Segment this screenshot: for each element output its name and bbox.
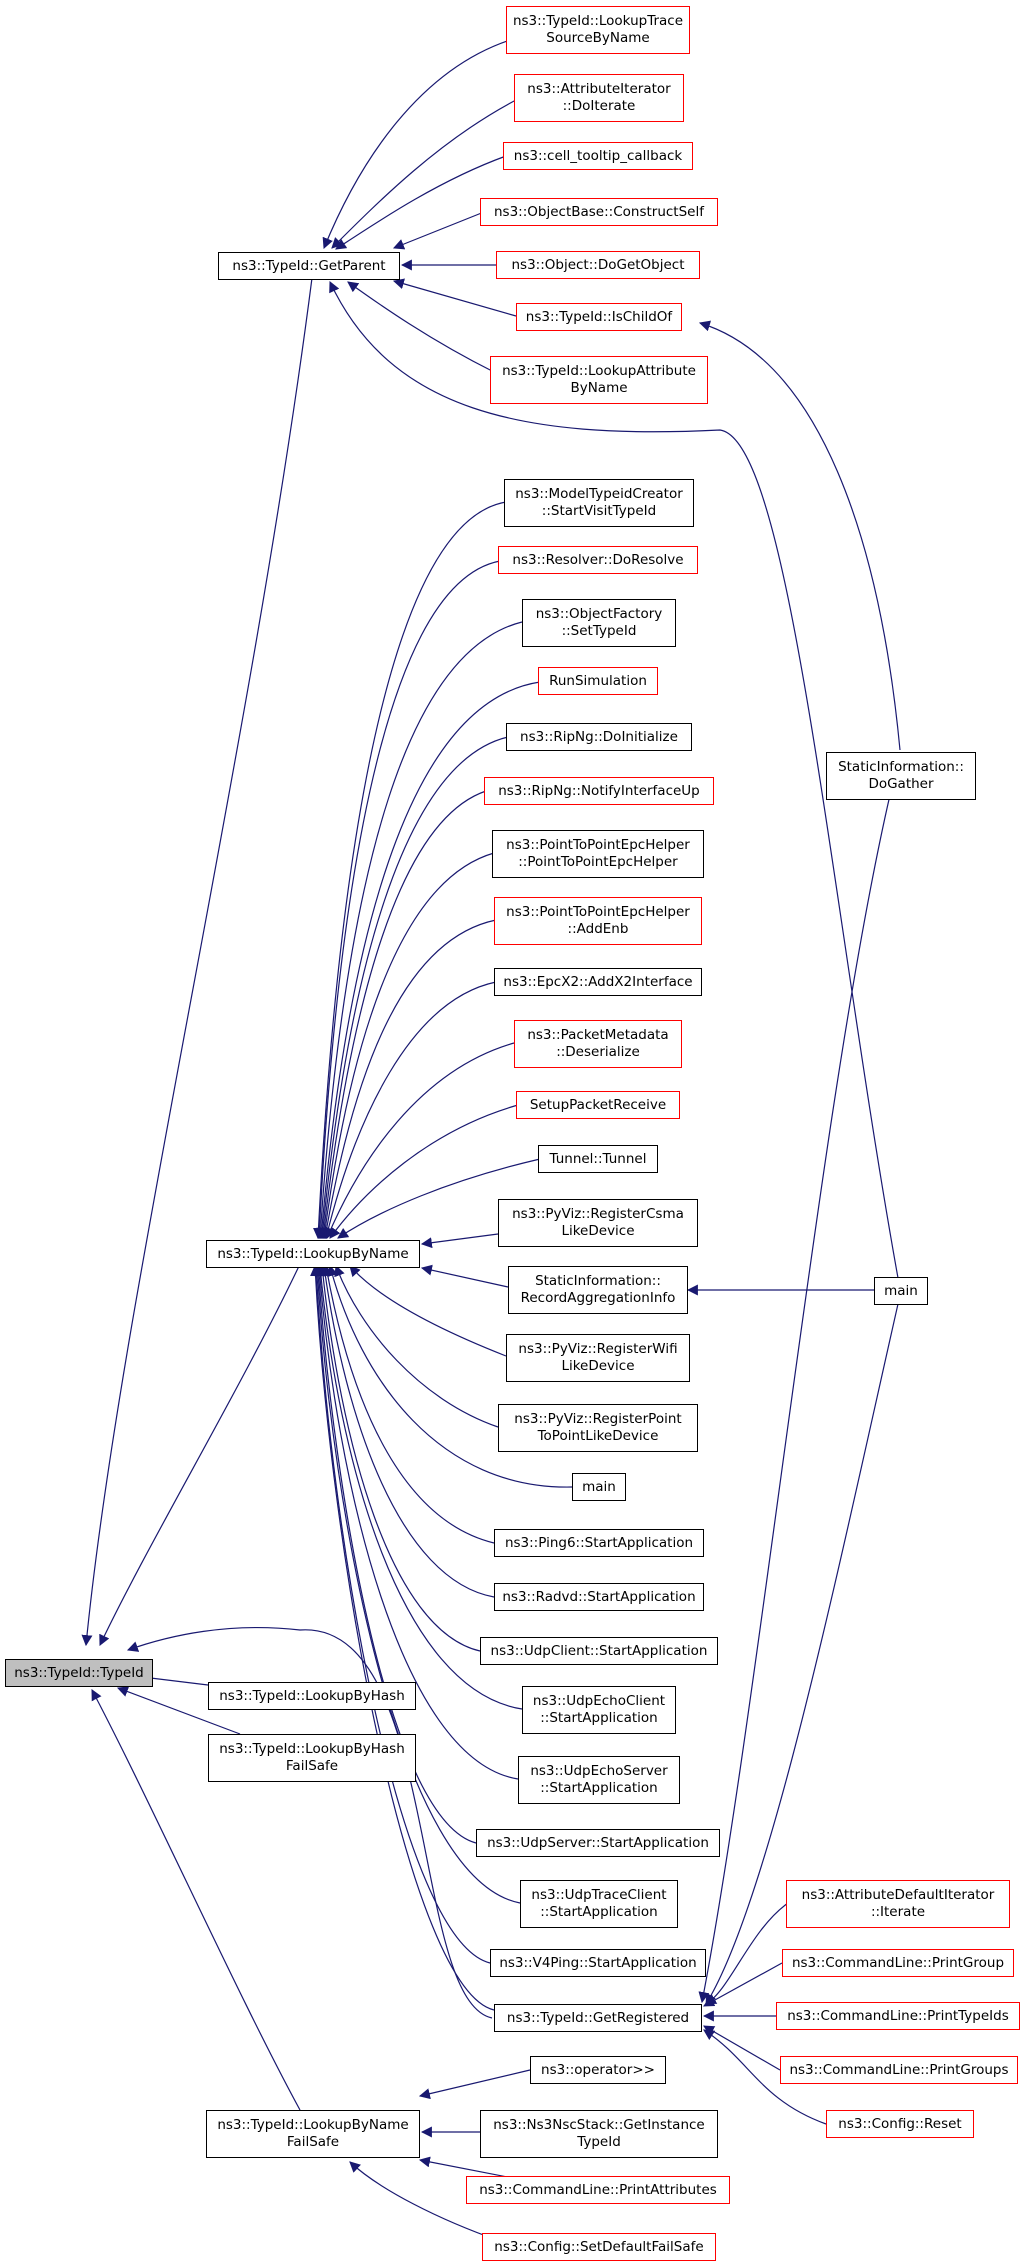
node-printattributes[interactable]: ns3::CommandLine::PrintAttributes: [466, 2176, 730, 2204]
edge-lookupbyname-typeid: [99, 1263, 301, 1646]
edge-staticrecord-lookupbyname: [420, 1264, 509, 1288]
node-getparent[interactable]: ns3::TypeId::GetParent: [218, 252, 400, 280]
node-static-dogather[interactable]: StaticInformation:: DoGather: [826, 752, 976, 800]
node-epcx2[interactable]: ns3::EpcX2::AddX2Interface: [494, 968, 702, 996]
node-lookuptracesource[interactable]: ns3::TypeId::LookupTrace SourceByName: [506, 6, 690, 54]
node-attrdefaultiterator[interactable]: ns3::AttributeDefaultIterator ::Iterate: [786, 1880, 1010, 1928]
edge-getparent-typeid: [81, 277, 313, 1647]
edge-v4ping-lookupbyname: [311, 1264, 491, 1964]
edge-pyvizcsma-lookupbyname: [420, 1233, 499, 1249]
node-udpclient[interactable]: ns3::UdpClient::StartApplication: [480, 1637, 718, 1665]
edge-operatorshift-lookupbynamefs: [418, 2069, 531, 2100]
node-ripng-doinitialize[interactable]: ns3::RipNg::DoInitialize: [506, 723, 692, 751]
node-printgroups[interactable]: ns3::CommandLine::PrintGroups: [780, 2056, 1018, 2084]
node-radvd[interactable]: ns3::Radvd::StartApplication: [494, 1583, 704, 1611]
node-main-mid[interactable]: main: [572, 1473, 626, 1501]
edge-udpechoclient-lookupbyname: [315, 1264, 523, 1710]
edge-ripngnotify-lookupbyname: [318, 790, 487, 1240]
node-udpechoclient[interactable]: ns3::UdpEchoClient ::StartApplication: [522, 1686, 676, 1734]
node-dogetobject[interactable]: ns3::Object::DoGetObject: [496, 251, 700, 279]
edge-printgroup-getregistered: [703, 1962, 783, 2007]
edge-packetmetadata-lookupbyname: [325, 1042, 515, 1240]
node-pyviz-wifi[interactable]: ns3::PyViz::RegisterWifi LikeDevice: [506, 1334, 690, 1382]
edge-radvd-lookupbyname: [319, 1264, 495, 1598]
node-udpechoserver[interactable]: ns3::UdpEchoServer ::StartApplication: [518, 1756, 680, 1804]
edge-staticdogather-getregistered: [698, 794, 891, 2004]
edge-modeltypeid-lookupbyname: [313, 501, 507, 1240]
edge-udpserver-lookupbyname: [313, 1264, 477, 1844]
node-setdefaultfailsafe[interactable]: ns3::Config::SetDefaultFailSafe: [482, 2233, 716, 2261]
node-ischildof[interactable]: ns3::TypeId::IsChildOf: [516, 303, 682, 331]
edge-setuppacket-lookupbyname: [329, 1104, 519, 1239]
node-p2pepchelper[interactable]: ns3::PointToPointEpcHelper ::PointToPoin…: [492, 830, 704, 878]
node-static-recordaggregation[interactable]: StaticInformation:: RecordAggregationInf…: [508, 1266, 688, 1314]
edge-attriter-getparent: [331, 99, 517, 249]
edge-mainmid-lookupbyname: [327, 1264, 573, 1488]
edge-printgroups-getregistered: [703, 2025, 781, 2071]
node-pyviz-csma[interactable]: ns3::PyViz::RegisterCsma LikeDevice: [498, 1199, 698, 1247]
edge-udptraceclient-lookupbyname: [312, 1264, 521, 1904]
edge-ping6-lookupbyname: [322, 1264, 495, 1544]
edge-lookupbyhashfs-typeid: [116, 1686, 241, 1735]
node-printgroup[interactable]: ns3::CommandLine::PrintGroup: [782, 1949, 1014, 1977]
node-udptraceclient[interactable]: ns3::UdpTraceClient ::StartApplication: [520, 1880, 678, 1928]
edge-p2pepcaddenb-lookupbyname: [321, 919, 497, 1240]
edge-staticdogather-ischildof: [698, 320, 901, 751]
node-tunnel[interactable]: Tunnel::Tunnel: [538, 1145, 658, 1173]
node-typeid-typeid[interactable]: ns3::TypeId::TypeId: [5, 1659, 153, 1687]
node-printtypeids[interactable]: ns3::CommandLine::PrintTypeIds: [776, 2002, 1020, 2030]
node-getregistered[interactable]: ns3::TypeId::GetRegistered: [494, 2004, 702, 2032]
edge-lookuptrace-getparent: [322, 39, 511, 250]
node-objectfactory[interactable]: ns3::ObjectFactory ::SetTypeId: [522, 599, 676, 647]
edge-udpechoserver-lookupbyname: [314, 1264, 519, 1780]
node-modeltypeid[interactable]: ns3::ModelTypeidCreator ::StartVisitType…: [504, 479, 694, 527]
node-udpserver[interactable]: ns3::UdpServer::StartApplication: [476, 1829, 720, 1857]
edge-getregistered-lookupbyname: [310, 1264, 495, 2011]
node-packetmetadata[interactable]: ns3::PacketMetadata ::Deserialize: [514, 1020, 682, 1068]
node-constructself[interactable]: ns3::ObjectBase::ConstructSelf: [480, 198, 718, 226]
edge-ischildof-getparent: [392, 278, 517, 317]
edge-configreset-getregistered: [703, 2029, 827, 2125]
edge-mainright-getregistered: [705, 1303, 899, 2005]
edge-resolver-lookupbyname: [314, 560, 501, 1240]
node-ripng-notify[interactable]: ns3::RipNg::NotifyInterfaceUp: [484, 777, 714, 805]
node-lookupbyname-failsafe[interactable]: ns3::TypeId::LookupByName FailSafe: [206, 2110, 420, 2158]
edge-attrdefault-getregistered: [705, 1902, 789, 2005]
edge-p2pepc-lookupbyname: [319, 852, 495, 1240]
node-main-right[interactable]: main: [874, 1277, 928, 1305]
edge-mainright-getparent: [329, 281, 899, 1279]
edge-pyvizp2p-lookupbyname: [334, 1264, 499, 1428]
node-nscstack[interactable]: ns3::Ns3NscStack::GetInstance TypeId: [480, 2110, 718, 2158]
node-configreset[interactable]: ns3::Config::Reset: [826, 2110, 974, 2138]
node-lookupbyname[interactable]: ns3::TypeId::LookupByName: [206, 1240, 420, 1268]
edge-celltooltip-getparent: [335, 155, 507, 250]
node-resolver[interactable]: ns3::Resolver::DoResolve: [498, 546, 698, 574]
edge-runsimulation-lookupbyname: [316, 681, 541, 1240]
node-pyviz-p2p[interactable]: ns3::PyViz::RegisterPoint ToPointLikeDev…: [498, 1404, 698, 1452]
node-lookupbyhash-failsafe[interactable]: ns3::TypeId::LookupByHash FailSafe: [208, 1734, 416, 1782]
edge-constructself-getparent: [392, 211, 485, 250]
node-ping6[interactable]: ns3::Ping6::StartApplication: [494, 1529, 704, 1557]
node-celltooltip[interactable]: ns3::cell_tooltip_callback: [503, 142, 693, 170]
node-p2pepc-addenb[interactable]: ns3::PointToPointEpcHelper ::AddEnb: [494, 897, 702, 945]
edge-pyvizwifi-lookupbyname: [349, 1265, 507, 1357]
node-lookupbyhash[interactable]: ns3::TypeId::LookupByHash: [208, 1682, 416, 1710]
edge-setdefaultfs-lookupbynamefs: [349, 2161, 501, 2242]
node-runsimulation[interactable]: RunSimulation: [538, 667, 658, 695]
node-operator-shift[interactable]: ns3::operator>>: [530, 2056, 666, 2084]
edge-ripnginit-lookupbyname: [317, 736, 509, 1240]
edge-lookupattr-getparent: [347, 281, 495, 373]
edge-objectfactory-lookupbyname: [315, 621, 523, 1240]
node-v4ping[interactable]: ns3::V4Ping::StartApplication: [490, 1949, 706, 1977]
edge-epcx2-lookupbyname: [323, 981, 497, 1240]
node-lookupattribute[interactable]: ns3::TypeId::LookupAttribute ByName: [490, 356, 708, 404]
edge-lookupbynamefs-typeid: [91, 1689, 301, 2111]
edge-tunnel-lookupbyname: [337, 1158, 541, 1239]
node-setuppacketreceive[interactable]: SetupPacketReceive: [516, 1091, 680, 1119]
node-attributeiterator[interactable]: ns3::AttributeIterator ::DoIterate: [514, 74, 684, 122]
edge-udpclient-lookupbyname: [317, 1264, 481, 1652]
edge-getregistered-typeid: [126, 1626, 493, 2019]
